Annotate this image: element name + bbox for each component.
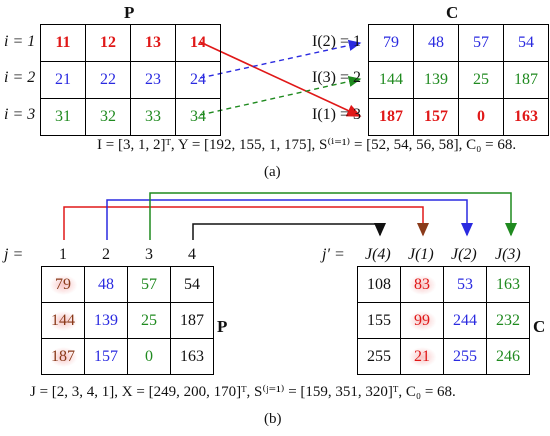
matrix-cell: 57 bbox=[127, 266, 171, 303]
panel-b-caption: J = [2, 3, 4, 1], X = [249, 200, 170]ᵀ, … bbox=[30, 384, 456, 400]
arrow-col4-to-J4 bbox=[192, 223, 386, 240]
matrix-cell: 31 bbox=[40, 98, 86, 136]
panel-b-C-label: C bbox=[533, 317, 546, 336]
C-row-label-1: I(2) = 1 bbox=[312, 33, 362, 50]
matrix-cell: 244 bbox=[443, 302, 487, 339]
matrix-cell: 187 bbox=[41, 338, 85, 375]
matrix-cell: 54 bbox=[503, 24, 549, 62]
arrow-col3-to-J3 bbox=[149, 192, 517, 240]
matrix-cell: 21 bbox=[400, 338, 444, 375]
matrix-cell: 0 bbox=[458, 98, 504, 136]
matrix-cell: 144 bbox=[368, 61, 414, 99]
matrix-cell: 163 bbox=[486, 266, 530, 303]
row-label-i1: i = 1 bbox=[4, 33, 36, 50]
matrix-cell: 79 bbox=[41, 266, 85, 303]
panel-b-sublabel: (b) bbox=[264, 411, 282, 427]
panel-a-C-label: C bbox=[446, 3, 459, 22]
matrix-cell: 187 bbox=[368, 98, 414, 136]
J-label-1: J(4) bbox=[365, 246, 391, 263]
arrow-row3-to-I3 bbox=[199, 75, 362, 116]
matrix-cell: 155 bbox=[357, 302, 401, 339]
arrow-col2-to-J2 bbox=[106, 199, 473, 240]
matrix-cell: 139 bbox=[413, 61, 459, 99]
matrix-cell: 48 bbox=[413, 24, 459, 62]
C-row-label-3: I(1) = 3 bbox=[312, 106, 362, 123]
matrix-cell: 83 bbox=[400, 266, 444, 303]
panel-a-caption: I = [3, 1, 2]ᵀ, Y = [192, 155, 1, 175], … bbox=[97, 137, 517, 153]
matrix-cell: 246 bbox=[486, 338, 530, 375]
C-row-label-2: I(3) = 2 bbox=[312, 69, 362, 86]
matrix-cell: 157 bbox=[84, 338, 128, 375]
matrix-cell: 79 bbox=[368, 24, 414, 62]
J-label-4: J(3) bbox=[495, 246, 521, 263]
matrix-cell: 139 bbox=[84, 302, 128, 339]
matrix-cell: 187 bbox=[170, 302, 214, 339]
matrix-cell: 32 bbox=[85, 98, 131, 136]
matrix-cell: 54 bbox=[170, 266, 214, 303]
panel-b-P-label: P bbox=[217, 317, 228, 336]
j-value-2: 2 bbox=[102, 246, 110, 263]
row-label-i3: i = 3 bbox=[4, 106, 36, 123]
matrix-cell: 232 bbox=[486, 302, 530, 339]
matrix-cell: 108 bbox=[357, 266, 401, 303]
j-value-1: 1 bbox=[59, 246, 67, 263]
jprime-label: j′ = bbox=[322, 246, 345, 263]
matrix-cell: 163 bbox=[170, 338, 214, 375]
matrix-cell: 48 bbox=[84, 266, 128, 303]
j-value-3: 3 bbox=[145, 246, 153, 263]
j-value-4: 4 bbox=[188, 246, 196, 263]
panel-a-sublabel: (a) bbox=[264, 164, 281, 180]
matrix-cell: 13 bbox=[130, 24, 176, 62]
matrix-cell: 12 bbox=[85, 24, 131, 62]
matrix-cell: 99 bbox=[400, 302, 444, 339]
matrix-cell: 163 bbox=[503, 98, 549, 136]
J-label-2: J(1) bbox=[408, 246, 434, 263]
J-label-3: J(2) bbox=[451, 246, 477, 263]
matrix-cell: 24 bbox=[175, 61, 221, 99]
matrix-cell: 53 bbox=[443, 266, 487, 303]
matrix-cell: 0 bbox=[127, 338, 171, 375]
matrix-cell: 33 bbox=[130, 98, 176, 136]
matrix-cell: 25 bbox=[458, 61, 504, 99]
arrow-row2-to-I2 bbox=[199, 39, 362, 79]
arrow-row1-to-I1 bbox=[199, 41, 362, 117]
matrix-cell: 23 bbox=[130, 61, 176, 99]
matrix-cell: 157 bbox=[413, 98, 459, 136]
matrix-cell: 25 bbox=[127, 302, 171, 339]
matrix-cell: 21 bbox=[40, 61, 86, 99]
matrix-cell: 14 bbox=[175, 24, 221, 62]
panel-a-P-label: P bbox=[124, 3, 135, 22]
matrix-cell: 34 bbox=[175, 98, 221, 136]
matrix-cell: 144 bbox=[41, 302, 85, 339]
arrow-col1-to-J1 bbox=[63, 206, 429, 240]
matrix-cell: 187 bbox=[503, 61, 549, 99]
matrix-cell: 57 bbox=[458, 24, 504, 62]
matrix-cell: 255 bbox=[443, 338, 487, 375]
row-label-i2: i = 2 bbox=[4, 69, 36, 86]
j-label: j = bbox=[4, 246, 24, 263]
matrix-cell: 22 bbox=[85, 61, 131, 99]
matrix-cell: 11 bbox=[40, 24, 86, 62]
matrix-cell: 255 bbox=[357, 338, 401, 375]
